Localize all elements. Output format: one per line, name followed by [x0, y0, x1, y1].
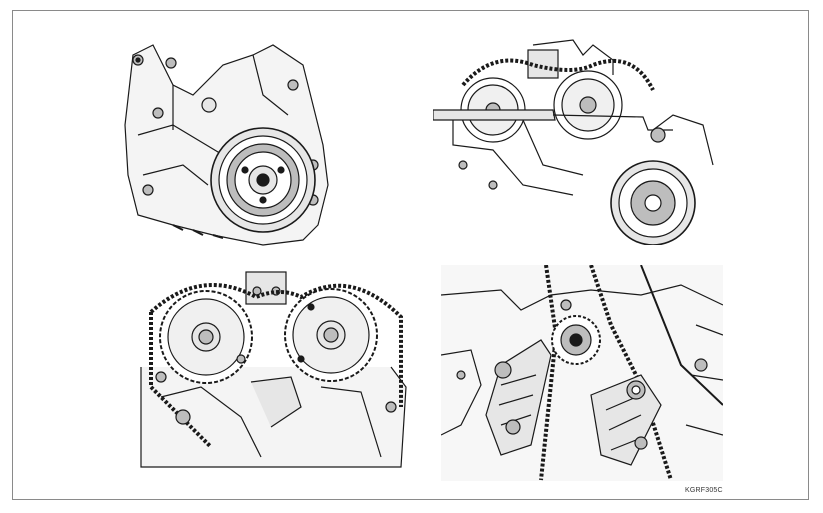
diagram-frame: KGRF305C	[12, 10, 809, 500]
timing-chain-camshaft-sprocket-drawing	[433, 39, 714, 245]
panel-crankshaft-sprocket	[441, 265, 723, 481]
figure-code-label: KGRF305C	[685, 487, 723, 494]
panel-front-cover-pulley	[113, 25, 343, 253]
panel-camshaft-sprockets	[121, 267, 413, 479]
panel-timing-chain-tensioner	[433, 35, 718, 245]
engine-front-cover-pulley-drawing	[124, 44, 329, 246]
crankshaft-sprocket-chain-guide-drawing	[441, 265, 723, 481]
camshaft-sprocket-chain-drawing	[140, 271, 407, 468]
